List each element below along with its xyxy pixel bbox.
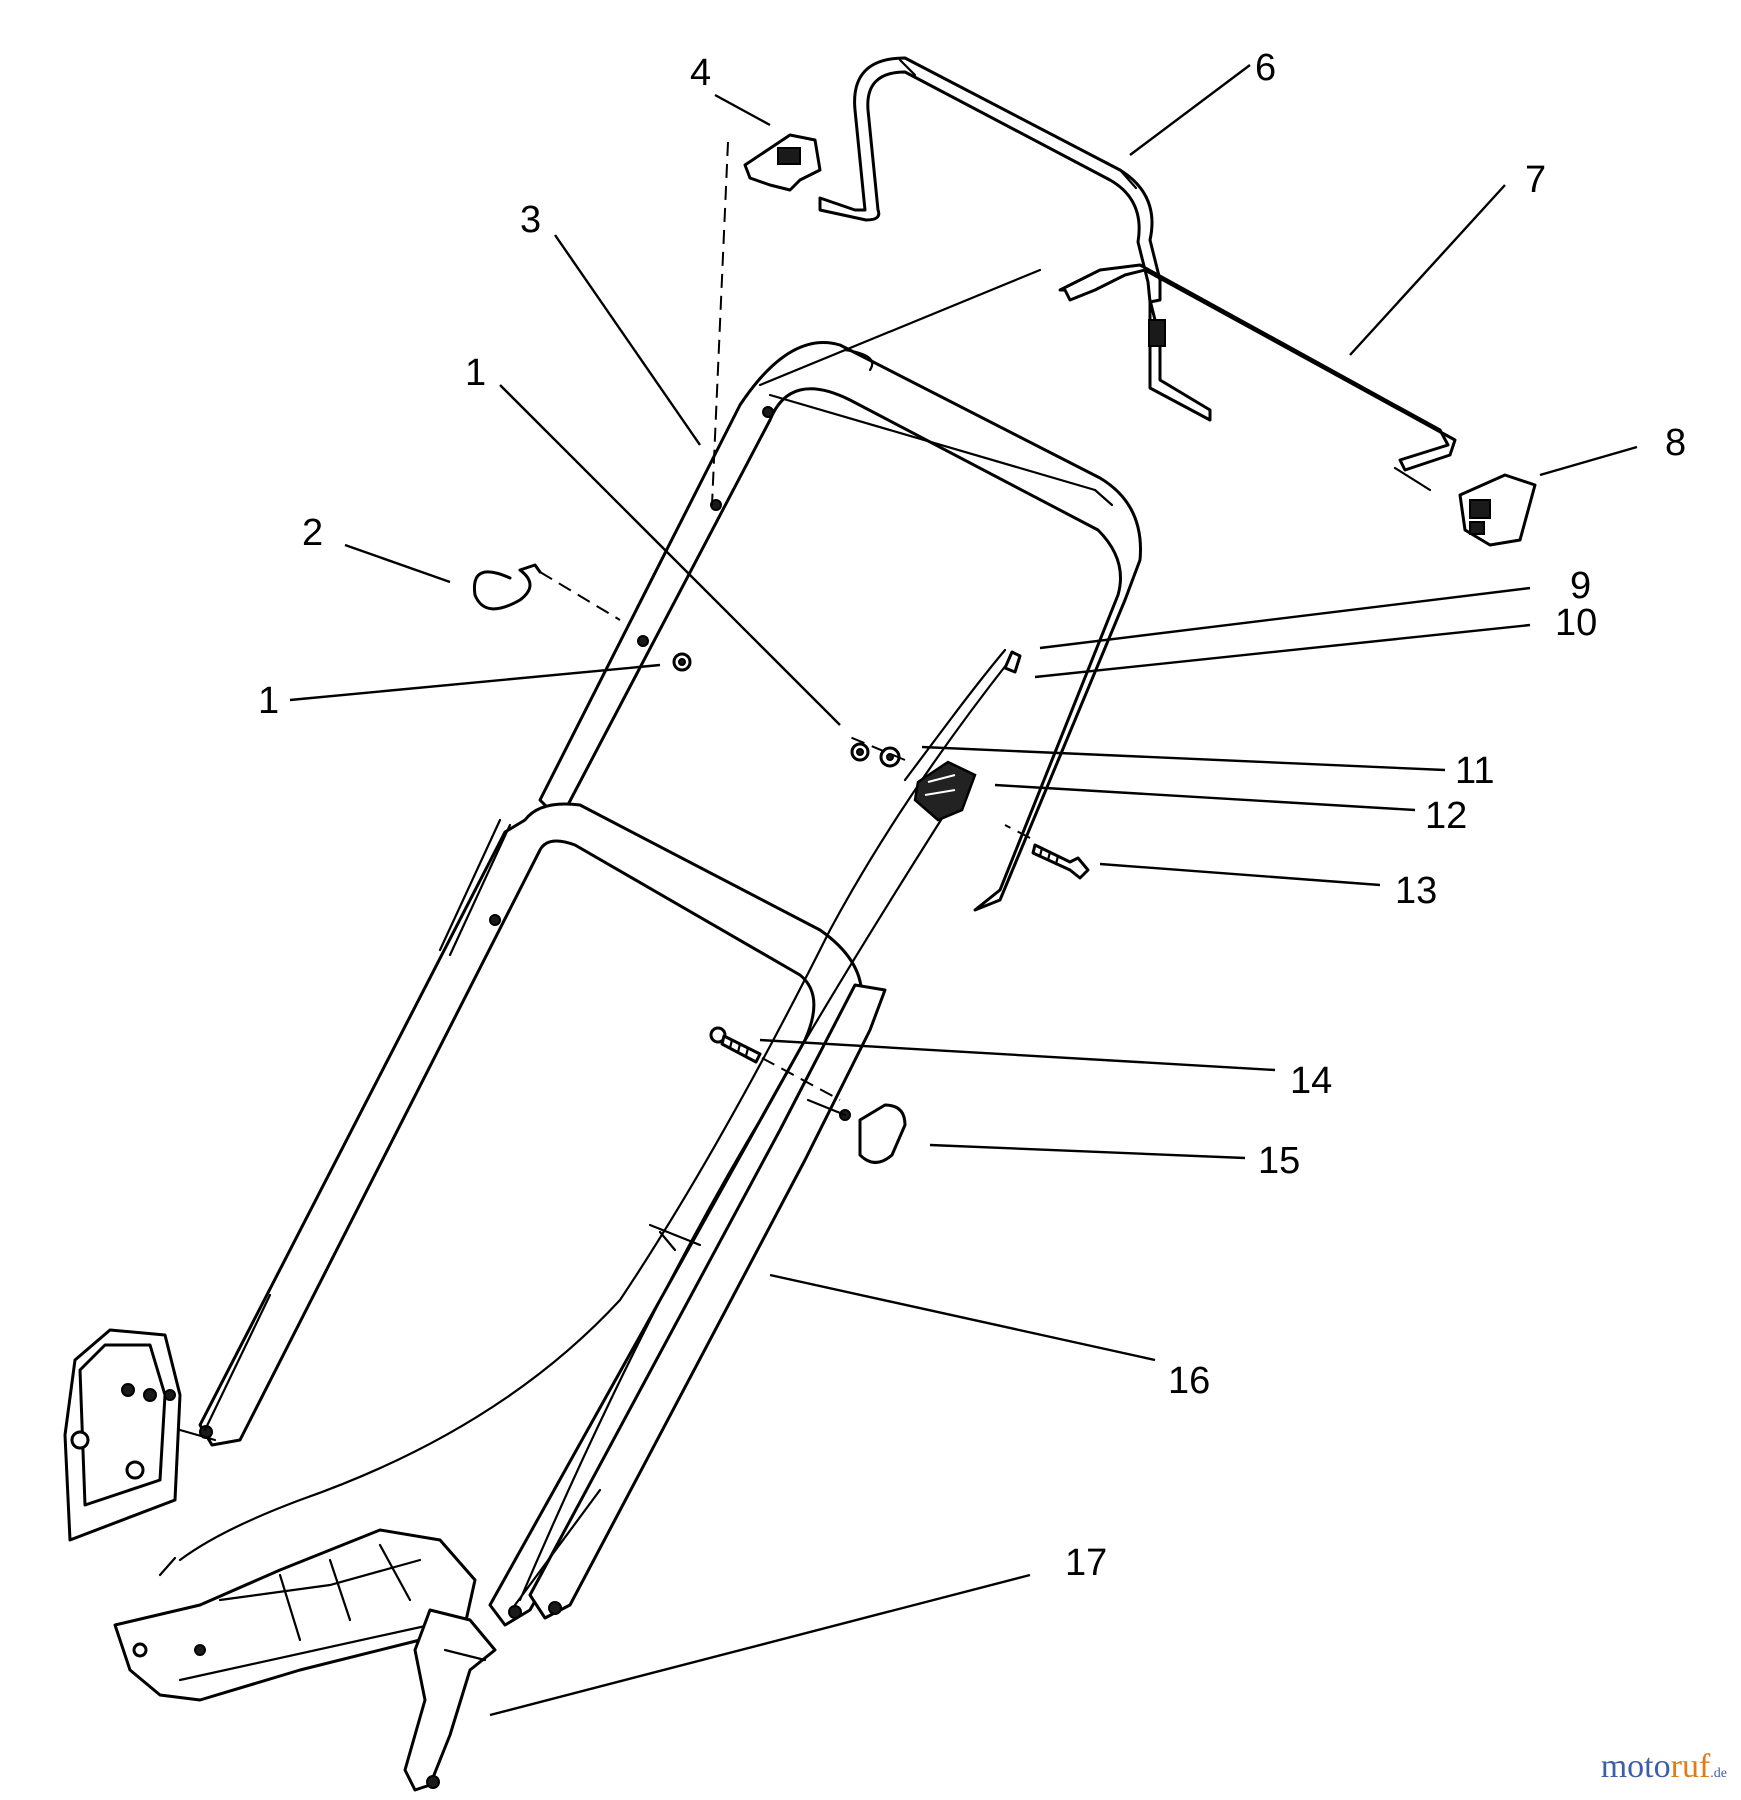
callout-4: 4 — [690, 52, 711, 94]
side-plate — [63, 1328, 217, 1542]
callout-8: 8 — [1665, 422, 1686, 464]
handle-knob — [806, 1098, 907, 1164]
hairpin-clip — [472, 563, 621, 621]
cable-clamp — [844, 734, 977, 822]
callout-1-lower: 1 — [258, 680, 279, 722]
watermark-part3: ruf — [1670, 1748, 1711, 1785]
callout-1-upper: 1 — [465, 352, 486, 394]
upper-handle — [538, 341, 1142, 912]
callout-10: 10 — [1555, 602, 1597, 644]
cable-end-clip — [1003, 650, 1022, 674]
watermark-part2: to — [1644, 1748, 1671, 1785]
site-watermark: motoruf.de — [1601, 1748, 1727, 1786]
callout-7: 7 — [1525, 159, 1546, 201]
callout-16: 16 — [1168, 1360, 1210, 1402]
callout-numbers: 4 6 3 7 1 8 2 9 10 1 11 12 13 14 15 16 1… — [258, 47, 1686, 1584]
bail-bar — [818, 56, 1162, 304]
grass-chute — [113, 1528, 497, 1792]
callout-14: 14 — [1290, 1060, 1332, 1102]
watermark-tld: .de — [1710, 1766, 1727, 1781]
callout-17: 17 — [1065, 1542, 1107, 1584]
lower-handle — [198, 802, 887, 1627]
brake-rod — [758, 263, 1457, 492]
leader-lines — [289, 64, 1638, 1717]
callout-2: 2 — [302, 512, 323, 554]
callout-15: 15 — [1258, 1140, 1300, 1182]
watermark-part1: mo — [1600, 1748, 1645, 1785]
callout-9: 9 — [1570, 565, 1591, 607]
control-cable — [158, 648, 1012, 1602]
callout-13: 13 — [1395, 870, 1437, 912]
bracket-top — [711, 133, 822, 506]
callout-3: 3 — [520, 199, 541, 241]
bolt-lower — [709, 1026, 841, 1101]
bolt-upper — [1004, 824, 1090, 880]
nut-left — [672, 652, 692, 672]
callout-12: 12 — [1425, 795, 1467, 837]
callout-11: 11 — [1455, 750, 1494, 792]
bracket-right — [1458, 473, 1537, 547]
callout-6: 6 — [1255, 47, 1276, 89]
